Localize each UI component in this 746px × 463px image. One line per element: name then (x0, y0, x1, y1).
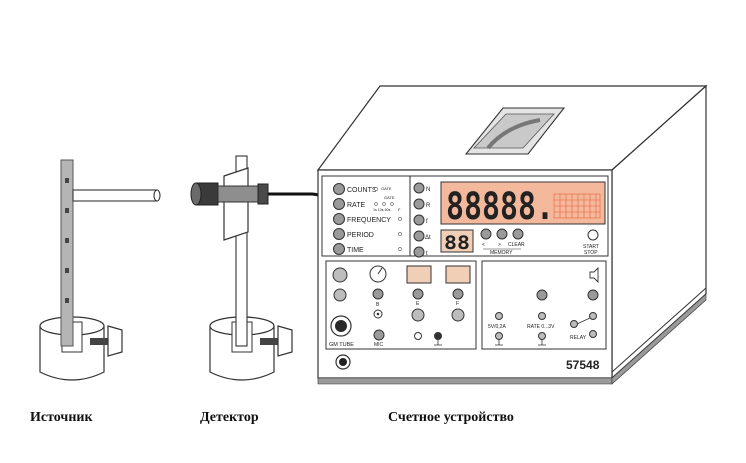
output-label-1: 5V/0,2A (488, 324, 506, 330)
small-display-digits: 88 (444, 232, 470, 254)
button-f[interactable] (452, 288, 464, 300)
source-holder-arm (72, 189, 161, 202)
knob-left[interactable] (332, 267, 348, 283)
output-jack-4[interactable] (538, 332, 546, 340)
jack-left[interactable] (333, 288, 347, 302)
function-label-r: R (426, 203, 431, 209)
jack-bottom-2[interactable] (434, 332, 442, 340)
source-thumb-screw (90, 325, 123, 357)
start-label: START (583, 244, 599, 250)
memory-label: MEMORY (490, 250, 513, 256)
caption-counter: Счетное устройство (388, 410, 514, 425)
led-window-e (406, 265, 432, 284)
memory-clear-label: CLEAR (508, 242, 525, 248)
output-jack-3[interactable] (495, 332, 503, 340)
gm-tube-label: GM TUBE (329, 342, 354, 348)
function-key-t[interactable] (413, 246, 425, 258)
gate-label: GATE (381, 186, 392, 191)
relay-label: RELAY (570, 335, 587, 341)
button-b[interactable] (372, 288, 384, 300)
label-e: E (416, 301, 420, 307)
jack-e[interactable] (411, 308, 425, 322)
mode-buttons: COUNTS RATE FREQUENCY PERIOD TIME GATE G… (333, 183, 402, 255)
function-key-f[interactable] (413, 214, 425, 226)
function-keys: N R f Δt t (413, 182, 431, 258)
mode-label-counts: COUNTS (347, 187, 377, 194)
jack-f[interactable] (451, 308, 465, 322)
mode-label-time: TIME (347, 247, 364, 254)
counter-base-shadow (317, 377, 613, 385)
main-display: 88888. (440, 181, 606, 228)
mode-button-frequency[interactable] (333, 213, 345, 225)
output-panel-controls: 5V/0,2A RATE 0...3V RELAY (488, 266, 599, 346)
small-display: 88 (440, 229, 474, 254)
jack-bottom-1[interactable] (414, 332, 422, 340)
mode-button-counts[interactable] (333, 183, 345, 195)
button-e[interactable] (412, 288, 424, 300)
output-jack-2[interactable] (538, 312, 546, 320)
memory-controls: < > CLEAR MEMORY (480, 228, 525, 256)
label-f: F (456, 301, 459, 307)
caption-detector: Детектор (200, 410, 259, 425)
mode-button-rate[interactable] (333, 198, 345, 210)
output-jack-1[interactable] (495, 312, 503, 320)
mic-label: MIC (374, 342, 384, 348)
carry-handle (464, 107, 566, 155)
function-label-dt: Δt (425, 235, 431, 241)
relay-jack-3[interactable] (589, 330, 597, 338)
start-stop-button[interactable] (587, 229, 599, 241)
gate-f-label: F (398, 207, 401, 212)
function-label-t: t (426, 251, 428, 257)
memory-right-label: > (498, 242, 501, 248)
source-stand (39, 159, 161, 381)
output-label-2: RATE 0...3V (527, 324, 555, 330)
memory-left-button[interactable] (480, 228, 492, 240)
button-center-right[interactable] (536, 289, 548, 301)
memory-clear-button[interactable] (512, 228, 524, 240)
source-rod (60, 159, 74, 347)
button-far-right[interactable] (587, 289, 599, 301)
label-b: B (376, 302, 380, 308)
gate-range-label: 1s 10s 60s (373, 208, 391, 212)
main-display-digits: 88888. (446, 185, 554, 228)
geiger-muller-tube (190, 182, 269, 206)
memory-right-button[interactable] (496, 228, 508, 240)
mode-button-time[interactable] (333, 243, 345, 255)
mode-button-period[interactable] (333, 228, 345, 240)
relay-jack-2[interactable] (589, 312, 597, 320)
function-key-dt[interactable] (413, 230, 425, 242)
detector-thumb-screw (260, 325, 293, 357)
detector-holder-plate (223, 167, 249, 241)
counter-device: COUNTS RATE FREQUENCY PERIOD TIME GATE G… (316, 84, 708, 385)
led-window-f (445, 265, 471, 284)
function-label-n: N (426, 187, 430, 193)
model-number: 57548 (566, 358, 600, 372)
stop-label: STOP (584, 250, 598, 256)
display-bargraph (553, 193, 601, 219)
detector-rod (235, 155, 248, 347)
start-stop-control: START STOP (583, 229, 599, 256)
caption-source: Источник (30, 410, 93, 425)
input-panel-controls: B E F GM TUBE MIC (329, 265, 471, 348)
mode-label-rate: RATE (347, 202, 365, 209)
mode-label-frequency: FREQUENCY (347, 217, 391, 224)
relay-jack-1[interactable] (570, 320, 578, 328)
mic-socket[interactable] (373, 329, 385, 341)
function-key-r[interactable] (413, 198, 425, 210)
memory-left-label: < (482, 242, 485, 248)
detector-stand (190, 155, 343, 381)
mode-label-period: PERIOD (347, 232, 374, 239)
function-label-f: f (426, 219, 428, 225)
function-key-n[interactable] (413, 182, 425, 194)
gate-bracket-label: GATE (384, 195, 395, 200)
speaker-icon (589, 266, 599, 284)
